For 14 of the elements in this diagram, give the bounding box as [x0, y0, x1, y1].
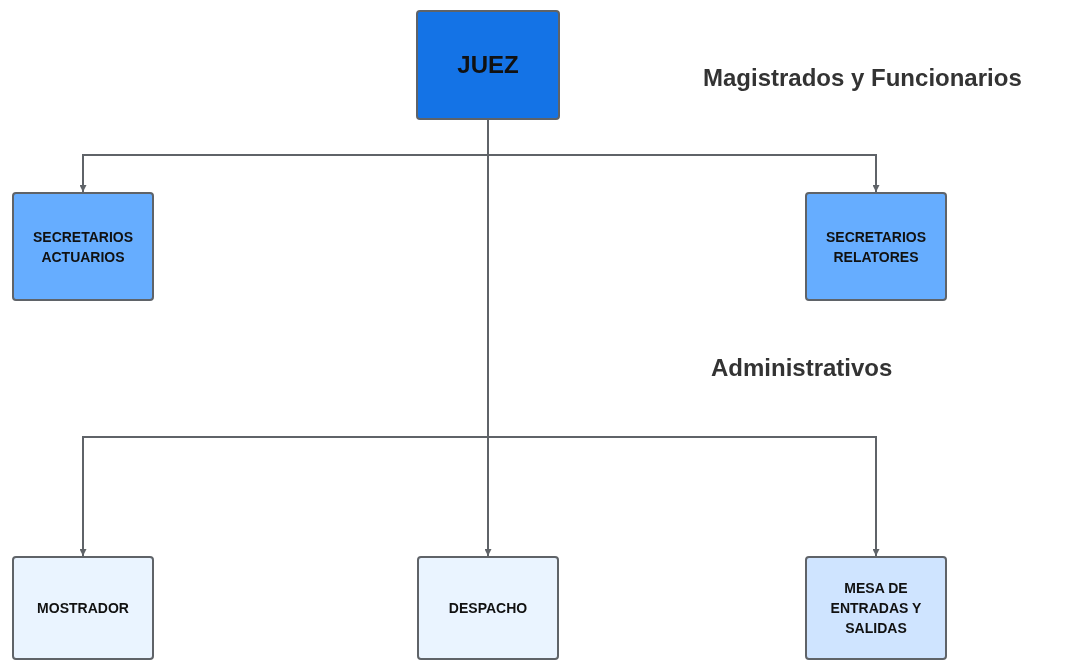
box-title: JUEZ	[456, 55, 520, 75]
org-box	[805, 556, 947, 660]
section-heading: Administrativos	[711, 354, 893, 382]
box-title: MOSTRADOR	[36, 599, 130, 618]
org-box	[12, 556, 154, 660]
box-title: DESPACHO	[447, 599, 529, 618]
box-title: MESA DE ENTRADAS Y SALIDAS	[829, 579, 923, 638]
org-box	[805, 192, 947, 301]
box-title: SECRETARIOS RELATORES	[824, 227, 928, 267]
section-heading: Magistrados y Funcionarios	[703, 64, 1022, 92]
org-box	[12, 192, 154, 301]
org-box	[416, 10, 560, 120]
box-title: SECRETARIOS ACTUARIOS	[31, 227, 135, 267]
org-box	[417, 556, 559, 660]
